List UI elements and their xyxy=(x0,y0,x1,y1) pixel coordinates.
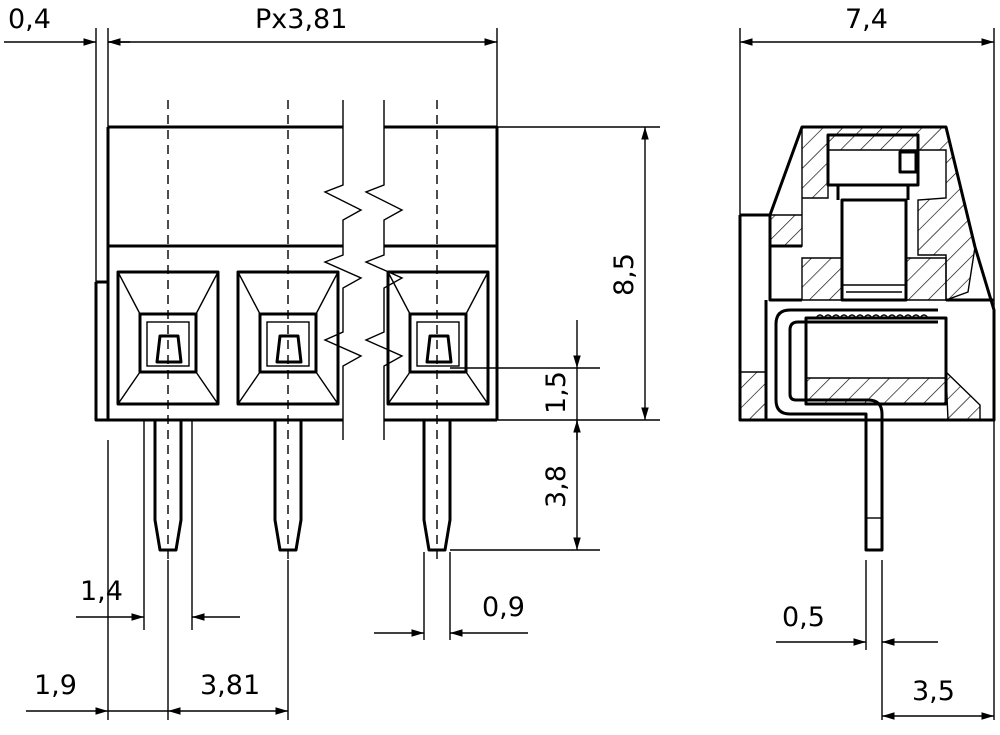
side-view xyxy=(738,125,996,552)
dim-pitch: 3,81 xyxy=(200,670,260,701)
break-line-left xyxy=(323,100,363,440)
dimension-layer: 0,4 Px3,81 7,4 8,5 1,5 3,8 1,4 0,9 1,9 xyxy=(4,4,995,720)
housing-section-left xyxy=(801,257,843,301)
housing-section-foot xyxy=(739,371,767,421)
screw-slot xyxy=(898,150,918,174)
dim-depth-total: 7,4 xyxy=(845,4,888,35)
clamp-body xyxy=(804,316,948,406)
dim-pitch-total: Px3,81 xyxy=(255,4,347,35)
clamp-teeth xyxy=(815,314,929,320)
dim-pin-thickness: 0,9 xyxy=(482,592,525,623)
front-view xyxy=(94,100,499,560)
housing-section-right xyxy=(905,257,947,301)
dim-pin-length: 3,8 xyxy=(541,465,572,508)
dim-edge-to-pin: 1,9 xyxy=(34,670,77,701)
dim-offset-top: 0,4 xyxy=(8,4,51,35)
pin-3 xyxy=(422,420,452,552)
clamp-window-2 xyxy=(236,270,340,406)
dim-pin-offset: 1,5 xyxy=(541,371,572,414)
clamp-screw xyxy=(826,133,920,302)
housing-flange xyxy=(94,280,108,422)
side-housing-outline xyxy=(738,125,996,422)
break-line-right xyxy=(364,100,404,440)
solder-lead xyxy=(774,308,938,552)
dim-side-pin-thickness: 0,5 xyxy=(782,602,825,633)
dim-side-pin-position: 3,5 xyxy=(912,676,955,707)
pin-1 xyxy=(153,420,183,552)
clamp-window-1 xyxy=(116,270,220,406)
pin-2 xyxy=(273,420,303,552)
dim-pin-width: 1,4 xyxy=(80,576,123,607)
clamp-window-3 xyxy=(386,270,490,406)
housing-outline xyxy=(106,125,499,422)
housing-section-foot-right xyxy=(945,370,981,421)
dim-height-total: 8,5 xyxy=(609,253,640,296)
